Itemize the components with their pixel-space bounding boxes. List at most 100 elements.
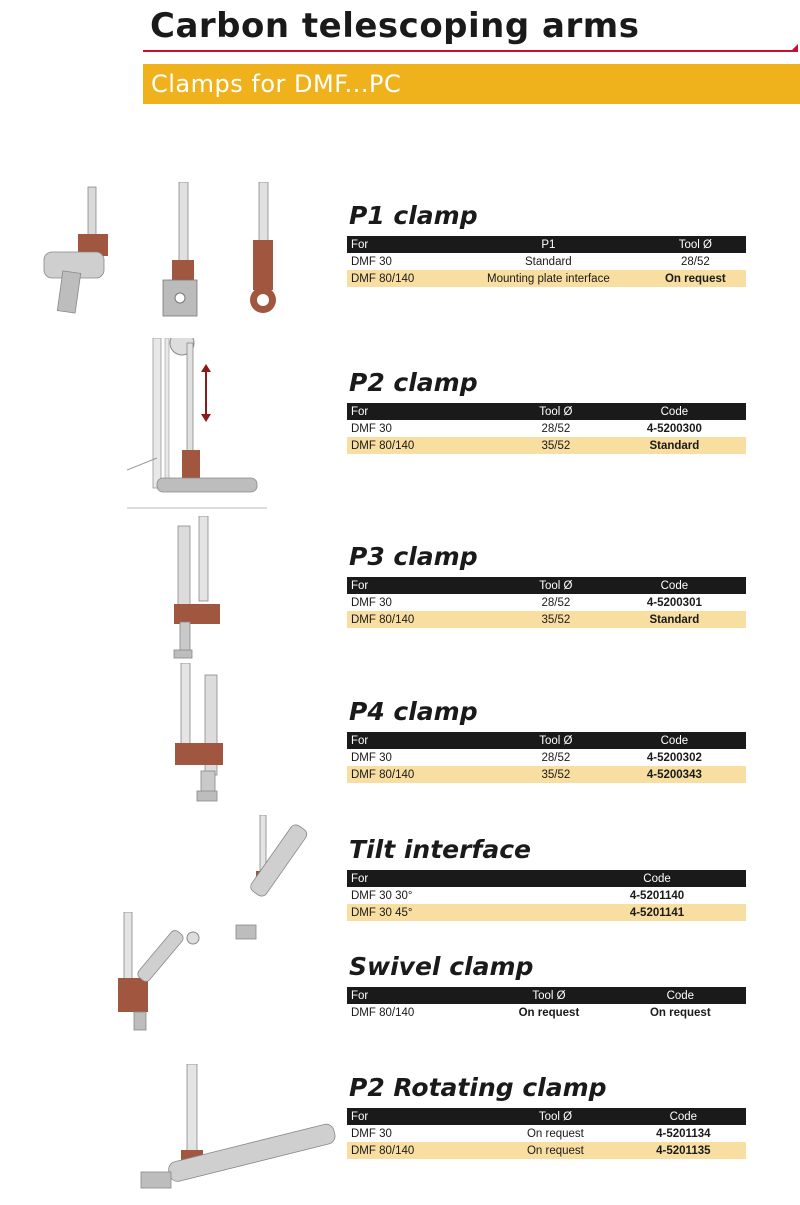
table-row: DMF 30 45° 4-5201141 [347,904,746,921]
swivel-clamp-illustration [104,912,204,1044]
table-cell: 4-5201134 [656,1127,711,1140]
table-row: DMF 30 On request 4-5201134 [347,1125,746,1142]
table-cell: 4-5200343 [602,766,746,783]
table-cell: DMF 80/140 [347,437,510,454]
section-tilt-interface: Tilt interface For Code DMF 30 30° 4-520… [347,834,747,921]
title-underline [143,50,798,52]
spec-table: For Tool Ø Code DMF 30 On request 4-5201… [347,1108,746,1159]
table-cell: 35/52 [509,437,603,454]
table-cell: Standard [602,611,746,628]
table-cell: DMF 80/140 [347,1142,491,1159]
table-row: DMF 80/140 35/52 Standard [347,437,746,454]
table-row: DMF 30 28/52 4-5200301 [347,594,746,611]
column-header: For [347,236,453,253]
section-title: P2 Rotating clamp [349,1073,607,1102]
column-header: For [347,403,510,420]
table-cell: DMF 80/140 [347,611,510,628]
column-header: For [347,870,546,887]
section-title: P4 clamp [349,697,478,726]
spec-table: For Tool Ø Code DMF 30 28/52 4-5200301 D… [347,577,746,628]
table-cell: 4-5200302 [646,751,702,764]
subtitle-bar: Clamps for DMF...PC [143,64,800,104]
table-header-row: For Tool Ø Code [347,577,746,594]
column-header: Tool Ø [483,987,615,1004]
tilt-interface-illustration [232,815,332,950]
section-p4-clamp: P4 clamp For Tool Ø Code DMF 30 28/52 4-… [347,696,747,783]
table-cell: 4-5201141 [568,904,746,921]
table-cell: DMF 80/140 [347,270,453,287]
table-row: DMF 80/140 35/52 4-5200343 [347,766,746,783]
spec-table: For P1 Tool Ø DMF 30 Standard 28/52 DMF … [347,236,746,287]
column-header: Code [602,577,746,594]
table-cell: On request [526,1127,584,1140]
table-cell: DMF 30 [351,1127,392,1140]
page-title: Carbon telescoping arms [150,6,640,46]
table-cell: 4-5200301 [646,596,702,609]
section-title: P1 clamp [349,201,478,230]
column-header: Tool Ø [490,1108,621,1125]
table-row: DMF 30 28/52 4-5200300 [347,420,746,437]
column-header: For [347,732,510,749]
table-header-row: For Tool Ø Code [347,1108,746,1125]
table-cell: DMF 80/140 [351,1006,415,1019]
table-cell [545,887,568,904]
table-cell: On request [490,1142,621,1159]
column-header: P1 [452,236,645,253]
table-row: DMF 80/140 On request 4-5201135 [347,1142,746,1159]
p1-clamp-illustration [22,182,322,332]
table-cell: Standard [525,255,572,268]
table-cell: On request [649,1006,711,1019]
table-cell: DMF 30 [351,255,392,268]
table-cell: DMF 30 [351,751,392,764]
column-header: For [347,1108,491,1125]
table-cell: DMF 30 [351,422,392,435]
section-swivel-clamp: Swivel clamp For Tool Ø Code DMF 80/140 … [347,951,747,1021]
table-cell: 28/52 [541,596,571,609]
table-cell: DMF 30 45° [347,904,546,921]
table-cell [545,904,569,921]
table-cell: 28/52 [541,751,571,764]
table-cell: 35/52 [509,766,603,783]
column-header: Code [620,1108,746,1125]
table-header-row: For Tool Ø Code [347,987,746,1004]
table-cell: DMF 80/140 [347,766,510,783]
table-row: DMF 80/140 Mounting plate interface On r… [347,270,746,287]
column-header [545,870,569,887]
column-header: Tool Ø [509,403,603,420]
section-p2-clamp: P2 clamp For Tool Ø Code DMF 30 28/52 4-… [347,367,747,454]
table-header-row: For P1 Tool Ø [347,236,746,253]
column-header: Code [602,403,746,420]
p2-rotating-clamp-illustration [137,1064,337,1196]
section-p3-clamp: P3 clamp For Tool Ø Code DMF 30 28/52 4-… [347,541,747,628]
spec-table: For Tool Ø Code DMF 80/140 On request On… [347,987,746,1021]
title-underline-cap [791,44,798,51]
table-cell: Mounting plate interface [452,270,645,287]
column-header: Code [568,870,746,887]
table-row: DMF 80/140 On request On request [347,1004,746,1021]
table-cell: 28/52 [541,422,571,435]
section-title: Swivel clamp [349,952,534,981]
column-header: For [347,577,510,594]
table-row: DMF 30 30° 4-5201140 [347,887,746,904]
spec-table: For Tool Ø Code DMF 30 28/52 4-5200302 D… [347,732,746,783]
table-header-row: For Code [347,870,746,887]
column-header: Code [614,987,746,1004]
column-header: For [347,987,484,1004]
section-title: Tilt interface [349,835,531,864]
table-row: DMF 30 Standard 28/52 [347,253,746,270]
spec-table: For Code DMF 30 30° 4-5201140 DMF 30 45°… [347,870,746,921]
p2-clamp-illustration [127,338,267,510]
table-cell: 4-5200300 [646,422,702,435]
column-header: Tool Ø [509,577,603,594]
section-p2-rotating-clamp: P2 Rotating clamp For Tool Ø Code DMF 30… [347,1072,747,1159]
table-header-row: For Tool Ø Code [347,403,746,420]
table-cell: 35/52 [509,611,603,628]
table-cell: Standard [602,437,746,454]
section-title: P3 clamp [349,542,478,571]
section-title: P2 clamp [349,368,478,397]
table-cell: 28/52 [680,255,710,268]
section-p1-clamp: P1 clamp For P1 Tool Ø DMF 30 Standard 2… [347,200,747,287]
p4-clamp-illustration [165,663,227,813]
column-header: Tool Ø [509,732,603,749]
table-cell: On request [644,270,746,287]
